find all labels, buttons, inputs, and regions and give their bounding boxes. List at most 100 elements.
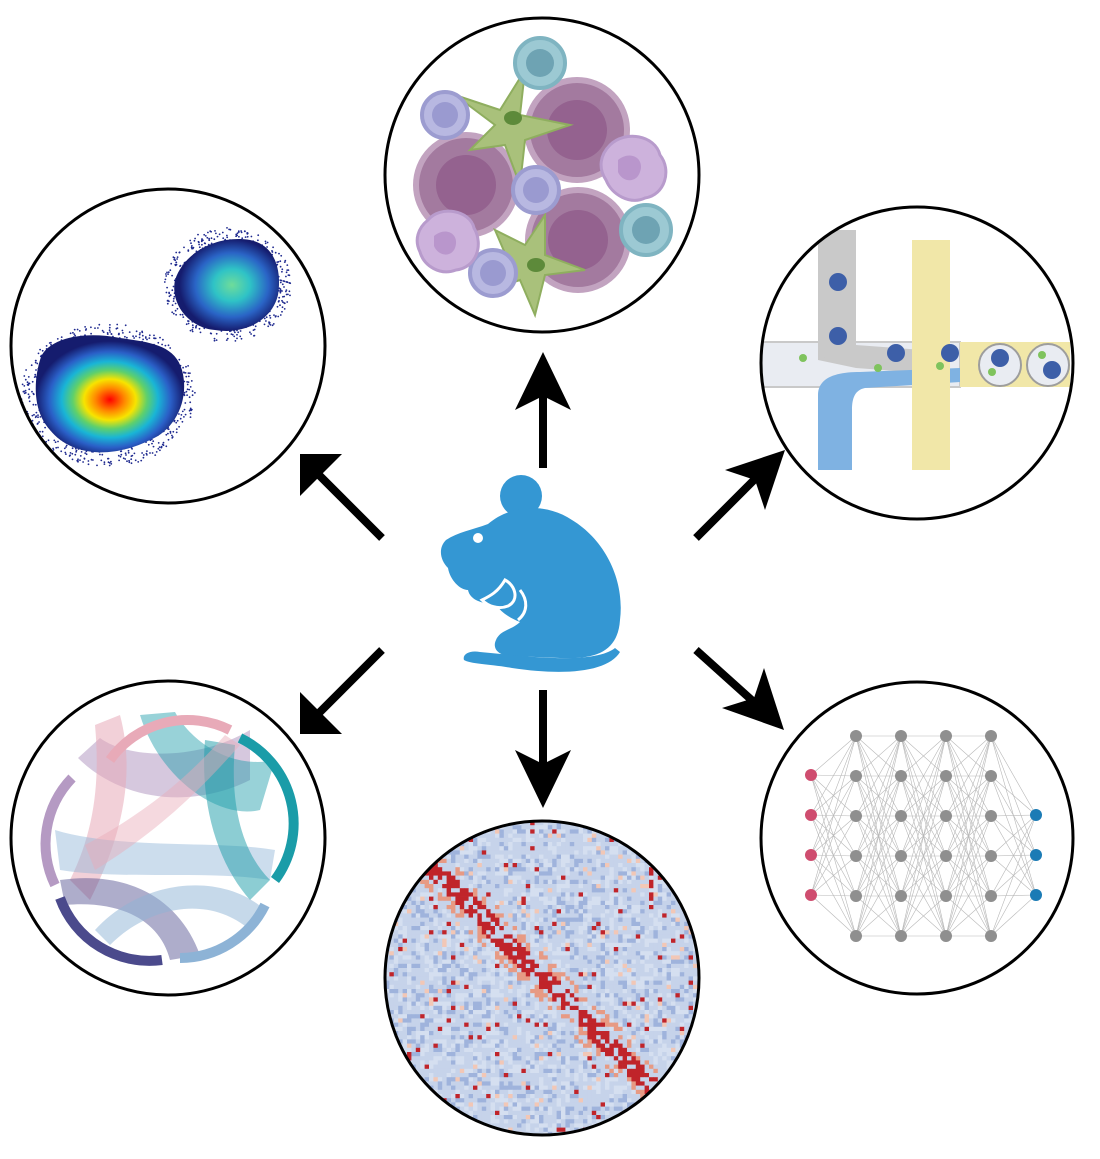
heatmap-cell (420, 1039, 425, 1044)
heatmap-cell (495, 1027, 500, 1032)
heatmap-cell (513, 850, 518, 855)
heatmap-cell (543, 955, 548, 960)
heatmap-cell (539, 880, 544, 885)
heatmap-cell (645, 976, 650, 981)
heatmap-cell (609, 1039, 614, 1044)
heatmap-cell (623, 951, 628, 956)
heatmap-cell (667, 905, 672, 910)
heatmap-cell (389, 1060, 394, 1065)
heatmap-cell (557, 829, 562, 834)
heatmap-cell (455, 1081, 460, 1086)
heatmap-cell (640, 1044, 645, 1049)
heatmap-cell (592, 859, 597, 864)
heatmap-cell (587, 850, 592, 855)
heatmap-cell (570, 829, 575, 834)
heatmap-cell (539, 968, 544, 973)
heatmap-cell (539, 1052, 544, 1057)
heatmap-cell (526, 1023, 531, 1028)
heatmap-cell (636, 842, 641, 847)
heatmap-cell (596, 838, 601, 843)
heatmap-cell (662, 1010, 667, 1015)
heatmap-cell (552, 951, 557, 956)
heatmap-cell (433, 838, 438, 843)
heatmap-cell (535, 1018, 540, 1023)
heatmap-cell (697, 838, 702, 843)
heatmap-cell (407, 838, 412, 843)
heatmap-cell (521, 930, 526, 935)
heatmap-cell (557, 892, 562, 897)
heatmap-cell (411, 829, 416, 834)
heatmap-cell (548, 1090, 553, 1095)
heatmap-cell (649, 884, 654, 889)
heatmap-cell (526, 1014, 531, 1019)
heatmap-cell (627, 1069, 632, 1074)
heatmap-cell (662, 989, 667, 994)
heatmap-cell (601, 1081, 606, 1086)
heatmap-cell (592, 976, 597, 981)
heatmap-cell (389, 905, 394, 910)
heatmap-cell (605, 838, 610, 843)
heatmap-cell (513, 1018, 518, 1023)
heatmap-cell (631, 1018, 636, 1023)
heatmap-cell (592, 918, 597, 923)
heatmap-cell (684, 1002, 689, 1007)
heatmap-cell (416, 1039, 421, 1044)
heatmap-cell (504, 892, 509, 897)
heatmap-cell (385, 1052, 390, 1057)
heatmap-cell (411, 897, 416, 902)
heatmap-cell (675, 884, 680, 889)
heatmap-cell (627, 821, 632, 826)
heatmap-cell (394, 1006, 399, 1011)
heatmap-cell (631, 989, 636, 994)
heatmap-cell (517, 997, 522, 1002)
heatmap-cell (697, 880, 702, 885)
heatmap-cell (596, 888, 601, 893)
heatmap-cell (583, 1044, 588, 1049)
heatmap-cell (548, 1006, 553, 1011)
heatmap-cell (447, 1073, 452, 1078)
heatmap-cell (583, 1094, 588, 1099)
heatmap-cell (495, 829, 500, 834)
heatmap-cell (385, 846, 390, 851)
heatmap-cell (565, 934, 570, 939)
heatmap-cell (526, 1081, 531, 1086)
heatmap-cell (394, 850, 399, 855)
heatmap-cell (455, 1023, 460, 1028)
heatmap-cell (403, 913, 408, 918)
heatmap-cell (697, 934, 702, 939)
heatmap-cell (447, 968, 452, 973)
heatmap-cell (697, 943, 702, 948)
heatmap-cell (618, 1048, 623, 1053)
heatmap-cell (433, 981, 438, 986)
heatmap-cell (605, 1052, 610, 1057)
heatmap-cell (570, 1065, 575, 1070)
heatmap-cell (645, 943, 650, 948)
heatmap-cell (649, 997, 654, 1002)
heatmap-cell (587, 1098, 592, 1103)
heatmap-cell (574, 981, 579, 986)
heatmap-cell (469, 1023, 474, 1028)
heatmap-cell (636, 960, 641, 965)
heatmap-cell (473, 863, 478, 868)
nn-node (805, 849, 817, 861)
heatmap-cell (438, 981, 443, 986)
heatmap-cell (565, 1094, 570, 1099)
heatmap-cell (389, 901, 394, 906)
heatmap-cell (403, 968, 408, 973)
heatmap-cell (636, 1086, 641, 1091)
heatmap-cell (403, 1060, 408, 1065)
heatmap-cell (605, 825, 610, 830)
heatmap-cell (535, 892, 540, 897)
heatmap-cell (548, 855, 553, 860)
heatmap-cell (420, 1098, 425, 1103)
heatmap-cell (689, 909, 694, 914)
heatmap-cell (429, 901, 434, 906)
heatmap-cell (411, 1052, 416, 1057)
heatmap-cell (667, 876, 672, 881)
heatmap-cell (596, 846, 601, 851)
heatmap-cell (557, 922, 562, 927)
heatmap-cell (561, 867, 566, 872)
heatmap-cell (565, 964, 570, 969)
heatmap-cell (504, 880, 509, 885)
heatmap-cell (433, 1023, 438, 1028)
